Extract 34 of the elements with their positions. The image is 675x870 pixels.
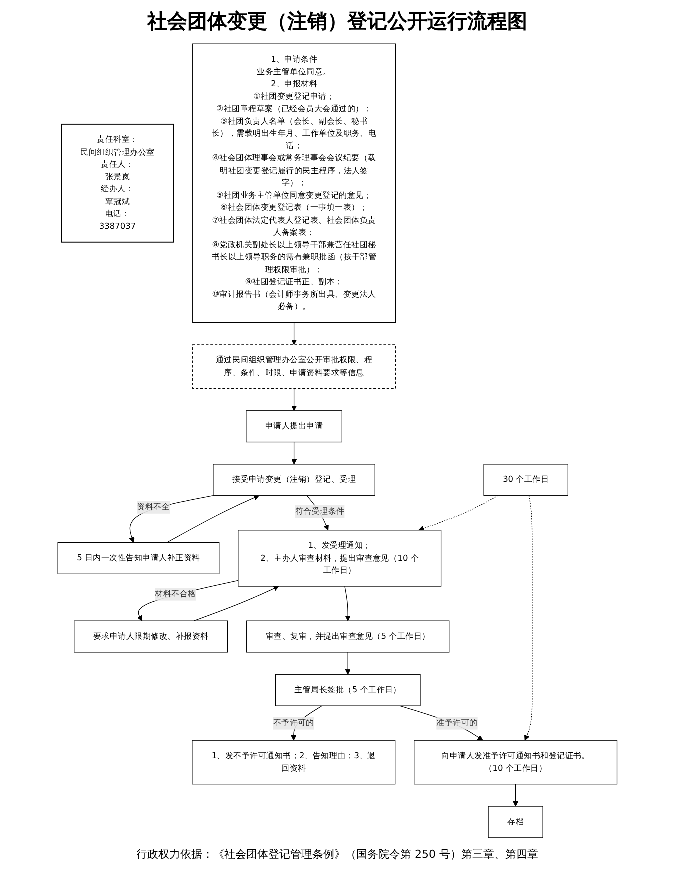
arrow [418, 496, 498, 532]
node-box: 通过民间组织管理办公室公开审批权限、程序、条件、时限、申请资料要求等信息 [192, 344, 396, 389]
edge-label: 准予许可的 [436, 718, 478, 728]
edge-label: 符合受理条件 [295, 506, 345, 516]
arrow [512, 784, 518, 807]
arrow [194, 586, 280, 622]
node-box: 5 日内一次性告知申请人补正资料 [58, 542, 220, 574]
node-box: 主管局长签批（5 个工作日） [275, 674, 421, 706]
arrow [524, 496, 533, 741]
node-box: 要求申请人限期修改、补报资料 [74, 620, 228, 653]
arrow [137, 580, 239, 622]
edge-label: 材料不合格 [155, 589, 196, 599]
arrow [129, 496, 214, 544]
node-box: 向申请人发准予许可通知书和登记证书。（10 个工作日） [414, 740, 618, 785]
arrow [400, 706, 484, 741]
arrow [291, 322, 297, 346]
node-box: 存档 [488, 806, 544, 838]
node-box: 1、发受理通知； 2、主办人审查材料，提出审查意见（10 个工作日） [238, 530, 442, 587]
arrow [291, 388, 297, 412]
edge-label: 不予许可的 [273, 718, 314, 728]
arrow [345, 652, 351, 675]
node-box: 1、发不予许可通知书；2、告知理由；3、退回资料 [192, 740, 396, 785]
edge-label: 资料不全 [136, 502, 170, 512]
node-box: 1、申请条件 业务主管单位同意。 2、申报材料 ①社团变更登记申请； ②社团章程草案（已经会员大会通过的）； ③社团负责人名单（会长、副会长、秘书长），需载明出生年月、工作单位及职务、电话； ④社会团体理事会或常务理事会会议纪要（载明社团变更登记履行的民主程序，法人签字）； ⑤社团业务主管单位同意变更登记的意见； ⑥社会团体变更登记表（一事填一表）； ⑦社会团体法定代表人登记表、社会团体负责人备案表； ⑧党政机关副处长以上领导干部兼营任社团秘书长以上领导职务的需有兼职批函（按干部管理权限审批）； ⑨社团登记证书正、副本； ⑩审计报告书（会计师事务所出具、变更法人必备）。 [192, 44, 396, 324]
caption: 行政权力依据：《社会团体登记管理条例》（国务院令第 250 号）第三章、第四章 [136, 847, 538, 862]
arrow [291, 442, 297, 465]
node-box: 接受申请变更（注销）登记、受理 [212, 464, 376, 496]
node-box: 30 个工作日 [484, 464, 568, 496]
diagram-title: 社会团体变更（注销）登记公开运行流程图 [148, 8, 528, 35]
node-box: 申请人提出申请 [246, 410, 342, 443]
arrow [166, 495, 260, 544]
node-box: 审查、复审，并提出审查意见（5 个工作日） [246, 620, 450, 653]
node-box: 责任科室： 民间组织管理办公室 责任人： 张景岚 经办人： 覃冠斌 电话： 3387037 [60, 124, 174, 243]
arrow [344, 586, 351, 622]
